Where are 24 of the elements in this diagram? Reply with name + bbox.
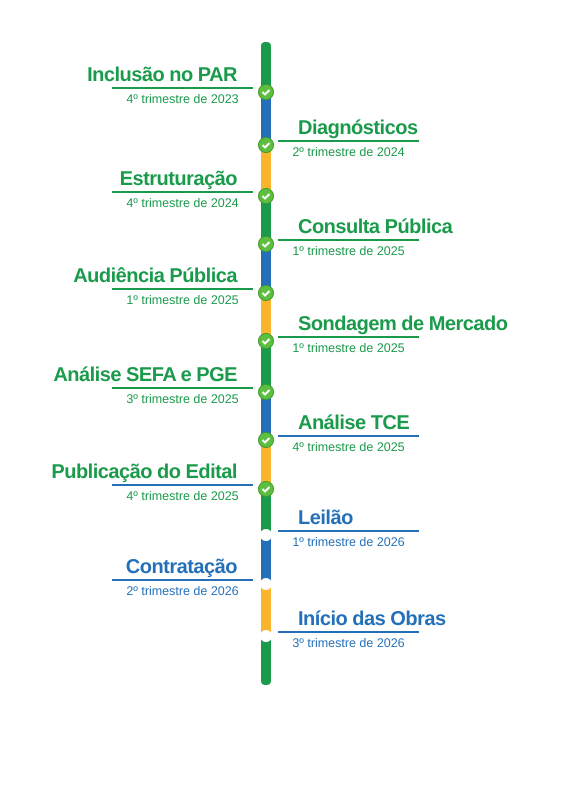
milestone-title: Análise TCE <box>297 411 410 435</box>
milestone-date: 2º trimestre de 2026 <box>112 579 253 600</box>
milestone-title: Publicação do Edital <box>51 460 238 484</box>
milestone-date: 4º trimestre de 2023 <box>112 87 253 108</box>
milestone-date: 3º trimestre de 2025 <box>112 387 253 408</box>
milestone-date: 4º trimestre de 2025 <box>278 435 419 456</box>
milestone-title: Análise SEFA e PGE <box>53 363 238 387</box>
milestone-title: Consulta Pública <box>297 215 452 239</box>
milestone-title: Sondagem de Mercado <box>297 312 508 336</box>
milestone-date: 4º trimestre de 2024 <box>112 191 253 212</box>
milestone-title: Audiência Pública <box>73 264 239 288</box>
milestone-date: 4º trimestre de 2025 <box>112 484 253 505</box>
milestone-date: 2º trimestre de 2024 <box>278 140 419 161</box>
milestone-title: Início das Obras <box>297 607 446 631</box>
milestone-title: Inclusão no PAR <box>87 63 238 87</box>
milestone-date: 3º trimestre de 2026 <box>278 631 419 652</box>
milestone-date: 1º trimestre de 2025 <box>278 336 419 357</box>
milestone-title: Contratação <box>124 555 238 579</box>
milestone-title: Leilão <box>297 506 354 530</box>
milestone-date: 1º trimestre de 2026 <box>278 530 419 551</box>
milestone-date: 1º trimestre de 2025 <box>278 239 419 260</box>
milestone-date: 1º trimestre de 2025 <box>112 288 253 309</box>
milestone-title: Estruturação <box>118 167 238 191</box>
milestone-title: Diagnósticos <box>297 116 419 140</box>
